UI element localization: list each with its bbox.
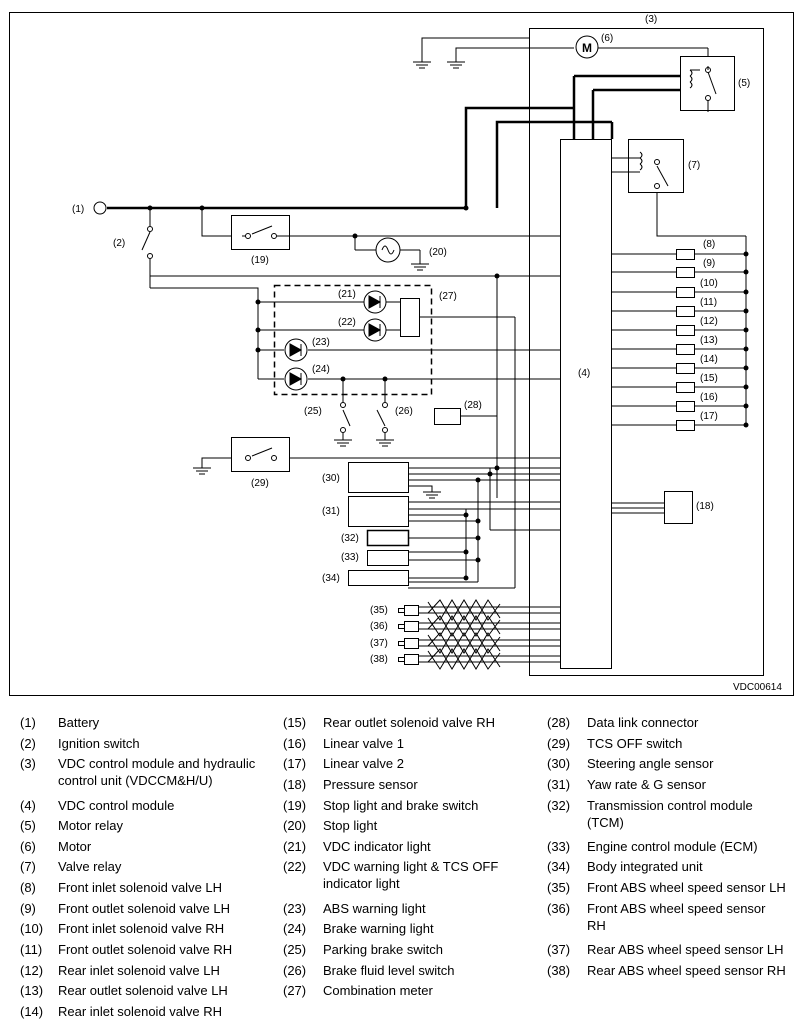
callout-27: (27) — [439, 291, 457, 302]
motor-relay-contacts — [689, 67, 717, 101]
callout-34: (34) — [322, 573, 340, 584]
callout-23: (23) — [312, 337, 330, 348]
callout-15: (15) — [700, 373, 718, 384]
valve-relay-box — [628, 139, 684, 193]
wiring-diagram: M (1) (2) (3) (4) (5) (6) (7) (8) (9) (1… — [9, 12, 794, 696]
valve-16-box — [676, 401, 695, 412]
ecm-box — [367, 550, 409, 566]
body-integrated-unit-box — [348, 570, 409, 586]
callout-5: (5) — [738, 78, 750, 89]
vdc-indicator-light-diode — [363, 290, 387, 314]
wheel-speed-sensors — [398, 599, 560, 670]
callout-7: (7) — [688, 160, 700, 171]
callout-20: (20) — [429, 247, 447, 258]
callout-24: (24) — [312, 364, 330, 375]
valve-8-box — [676, 249, 695, 260]
meter-block — [400, 298, 420, 337]
callout-31: (31) — [322, 506, 340, 517]
callout-25: (25) — [304, 406, 322, 417]
callout-8: (8) — [703, 239, 715, 250]
callout-11: (11) — [700, 297, 717, 308]
callout-16: (16) — [700, 392, 718, 403]
battery-terminal — [93, 201, 107, 215]
motor-symbol: M — [582, 41, 592, 55]
valve-10-box — [676, 287, 695, 298]
callout-19: (19) — [251, 255, 269, 266]
callout-1: (1) — [72, 204, 84, 215]
ground-icon-top-2 — [447, 61, 465, 69]
motor-icon — [575, 35, 599, 59]
combination-meter-box — [273, 284, 433, 396]
callout-21: (21) — [338, 289, 356, 300]
ground-icon-top-1 — [413, 61, 431, 69]
callout-4: (4) — [578, 368, 590, 379]
callout-22: (22) — [338, 317, 356, 328]
valve-13-box — [676, 344, 695, 355]
diagram-code: VDC00614 — [733, 682, 782, 693]
callout-28: (28) — [464, 400, 482, 411]
callout-12: (12) — [700, 316, 718, 327]
callout-29: (29) — [251, 478, 269, 489]
stop-light-switch-box — [231, 215, 290, 250]
callout-2: (2) — [113, 238, 125, 249]
junction-dots — [147, 205, 749, 581]
callout-9: (9) — [703, 258, 715, 269]
diagram-frame — [9, 12, 794, 696]
callout-38: (38) — [370, 654, 388, 665]
callout-3: (3) — [645, 14, 657, 25]
vdc-warning-light-diode — [363, 318, 387, 342]
callout-32: (32) — [341, 533, 359, 544]
callout-35: (35) — [370, 605, 388, 616]
valve-15-box — [676, 382, 695, 393]
valve-12-box — [676, 325, 695, 336]
callout-36: (36) — [370, 621, 388, 632]
vdc-control-module-box — [560, 139, 612, 669]
callout-6: (6) — [601, 33, 613, 44]
callout-14: (14) — [700, 354, 718, 365]
valve-11-box — [676, 306, 695, 317]
steering-angle-sensor-box — [348, 462, 409, 493]
abs-warning-light-diode — [284, 338, 308, 362]
callout-18: (18) — [696, 501, 714, 512]
vdccm-hu-box — [529, 28, 764, 676]
callout-13: (13) — [700, 335, 718, 346]
valve-17-box — [676, 420, 695, 431]
pressure-sensor-box — [664, 491, 693, 524]
callout-26: (26) — [395, 406, 413, 417]
yaw-rate-sensor-box — [348, 496, 409, 527]
callout-33: (33) — [341, 552, 359, 563]
valve-14-box — [676, 363, 695, 374]
valve-9-box — [676, 267, 695, 278]
data-link-connector-box — [434, 408, 461, 425]
tcs-off-switch-box — [231, 437, 290, 472]
valve-wiring — [611, 192, 747, 426]
callout-30: (30) — [322, 473, 340, 484]
valve-relay-contacts — [612, 151, 669, 189]
tcm-box — [366, 529, 410, 547]
callout-10: (10) — [700, 278, 718, 289]
legend: (1)Battery (2)Ignition switch (3)VDC con… — [20, 715, 786, 1019]
power-wiring — [107, 74, 680, 210]
callout-37: (37) — [370, 638, 388, 649]
brake-warning-light-diode — [284, 367, 308, 391]
callout-17: (17) — [700, 411, 718, 422]
